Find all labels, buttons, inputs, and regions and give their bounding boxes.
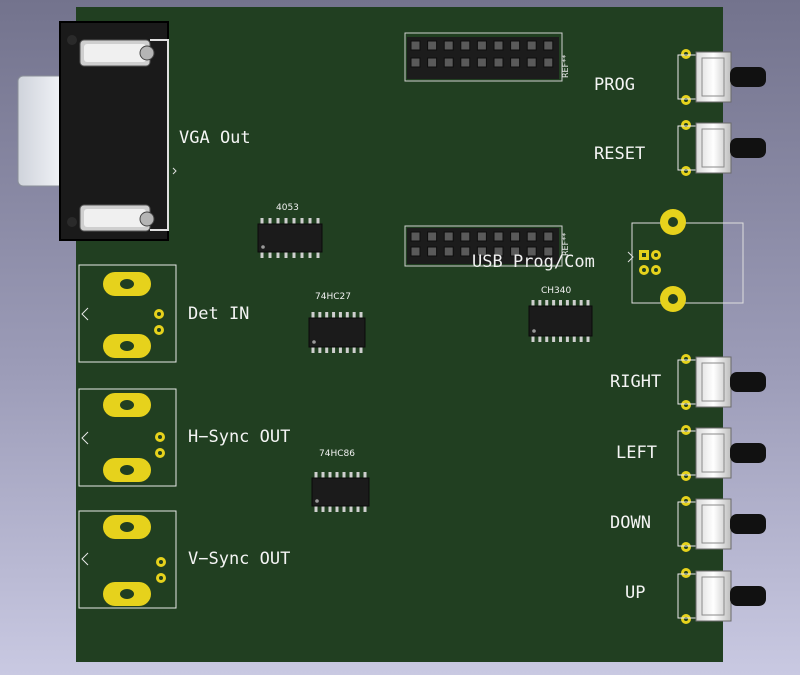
push-button (677, 120, 766, 176)
header-pin (543, 57, 554, 68)
header-pin (526, 40, 537, 51)
push-button (677, 496, 766, 552)
vga-connector (17, 21, 169, 241)
header-pin (443, 57, 454, 68)
header-pin (460, 246, 471, 257)
header-pin (526, 246, 537, 257)
header-pin (543, 40, 554, 51)
terminal-pads (103, 272, 166, 606)
ic-label-74hc86: 74HC86 (319, 449, 355, 459)
header-pin (476, 40, 487, 51)
label-right: RIGHT (610, 372, 662, 392)
label-down: DOWN (610, 513, 651, 533)
label-left: LEFT (616, 443, 657, 463)
ref-label-header-middle: REF** (561, 232, 570, 256)
header-pin (443, 40, 454, 51)
ref-label-header-top: REF** (561, 54, 570, 78)
header-pin (443, 246, 454, 257)
label-up: UP (625, 583, 646, 603)
label-vga-out: VGA Out (179, 128, 251, 148)
usb-connector (627, 209, 744, 312)
label-det-in: Det IN (188, 304, 250, 324)
header-pin (476, 57, 487, 68)
header-pin (510, 231, 521, 242)
ic-chip (308, 312, 366, 353)
header-pin (543, 231, 554, 242)
header-pin (493, 231, 504, 242)
header-pin (410, 246, 421, 257)
label-vsync-out: V−Sync OUT (188, 549, 291, 569)
header-pin (476, 231, 487, 242)
header-pin (510, 57, 521, 68)
ic-label-4053: 4053 (276, 203, 299, 213)
ic-label-ch340: CH340 (541, 286, 572, 296)
push-button (677, 425, 766, 481)
header-pin (460, 231, 471, 242)
header-pin (493, 40, 504, 51)
header-pin (493, 246, 504, 257)
header-pin (443, 231, 454, 242)
header-pin (460, 40, 471, 51)
header-pin (526, 231, 537, 242)
header-pin (410, 57, 421, 68)
terminal-blocks (78, 264, 177, 609)
header-pin (510, 40, 521, 51)
header-pin (510, 246, 521, 257)
ic-packages (257, 218, 593, 512)
label-prog: PROG (594, 75, 635, 95)
header-pin (427, 40, 438, 51)
label-usb-prog-com: USB Prog/Com (472, 252, 595, 272)
header-pin (427, 246, 438, 257)
header-pin (410, 231, 421, 242)
header-pin (410, 40, 421, 51)
header-pin (543, 246, 554, 257)
silk-marker (172, 167, 177, 175)
header-pin (526, 57, 537, 68)
label-hsync-out: H−Sync OUT (188, 427, 291, 447)
label-reset: RESET (594, 144, 646, 164)
push-button (677, 49, 766, 105)
pin-header-top (404, 32, 563, 82)
header-pin (476, 246, 487, 257)
header-pin (460, 57, 471, 68)
push-button (677, 354, 766, 410)
header-pin (427, 57, 438, 68)
pin-header-middle (404, 225, 563, 267)
ic-chip (257, 218, 323, 258)
ic-chip (528, 300, 593, 342)
header-pin (493, 57, 504, 68)
ic-label-74hc27: 74HC27 (315, 292, 351, 302)
ic-chip (311, 472, 370, 512)
header-pin (427, 231, 438, 242)
push-button (677, 568, 766, 624)
pcb-board (76, 7, 723, 662)
